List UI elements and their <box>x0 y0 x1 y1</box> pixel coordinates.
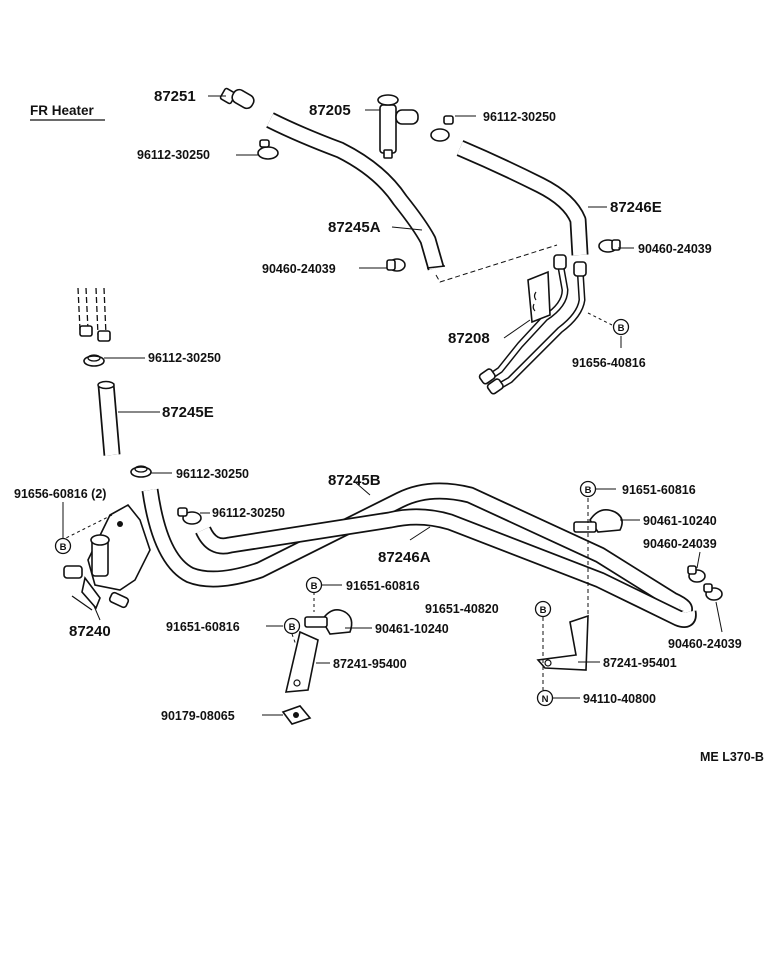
callout-b-right: B <box>612 318 630 336</box>
callout-b-center: B <box>305 576 323 594</box>
label-91651-right: 91651-60816 <box>622 483 696 497</box>
section-title-text: FR Heater <box>30 103 95 118</box>
label-91656-left: 91656-60816 (2) <box>14 487 106 501</box>
label-91651-left: 91651-60816 <box>166 620 240 634</box>
svg-text:B: B <box>585 485 592 496</box>
callout-n: N <box>536 689 554 707</box>
label-87245A: 87245A <box>328 219 381 236</box>
hose-87245E <box>97 380 121 456</box>
leader-lines <box>62 95 723 716</box>
part-labels: 87251 87205 96112-30250 96112-30250 8724… <box>14 88 742 723</box>
label-87246E: 87246E <box>610 199 662 216</box>
label-90461-center: 90461-10240 <box>375 622 449 636</box>
label-87241-95400: 87241-95400 <box>333 657 407 671</box>
label-96112-low: 96112-30250 <box>176 467 249 481</box>
label-87245B: 87245B <box>328 472 381 489</box>
hose-87245A <box>266 112 446 271</box>
hose-87246A <box>195 508 697 628</box>
label-90460-c: 90460-24039 <box>643 537 717 551</box>
callout-b-upper-right: B <box>579 480 597 498</box>
label-91651-center: 91651-60816 <box>346 579 420 593</box>
callout-b-center-left: B <box>283 617 301 635</box>
svg-text:N: N <box>542 694 549 705</box>
label-91656-right: 91656-40816 <box>572 356 646 370</box>
clamp-bracket-center <box>304 609 353 635</box>
clip-icon-hose <box>177 507 202 525</box>
clip-icon-right-top <box>430 115 454 142</box>
label-91651-40820: 91651-40820 <box>425 602 499 616</box>
clip-icon-mid-left <box>83 354 105 367</box>
clamp-icon-c <box>687 565 706 583</box>
dashed-link-line <box>435 244 558 283</box>
label-96112-top: 96112-30250 <box>483 110 556 124</box>
label-87251: 87251 <box>154 88 196 105</box>
svg-text:B: B <box>618 323 625 334</box>
pipe-assembly-87208 <box>478 254 587 395</box>
clip-icon-left-top <box>257 139 279 160</box>
label-90461-right: 90461-10240 <box>643 514 717 528</box>
label-87205: 87205 <box>309 102 351 119</box>
label-87246A: 87246A <box>378 549 431 566</box>
clamp-bracket-right <box>573 509 623 533</box>
label-90460-b: 90460-24039 <box>638 242 712 256</box>
label-96112-left: 96112-30250 <box>137 148 210 162</box>
svg-text:B: B <box>311 581 318 592</box>
label-96112-hose: 96112-30250 <box>212 506 285 520</box>
label-94110: 94110-40800 <box>583 692 656 706</box>
callout-b-bracket: B <box>534 600 552 618</box>
label-90460-a: 90460-24039 <box>262 262 336 276</box>
bracket-87241-95401 <box>536 614 589 671</box>
label-96112-mid: 96112-30250 <box>148 351 221 365</box>
bracket-87241-95400 <box>284 630 319 693</box>
clip-icon-low-left <box>130 465 152 478</box>
clamp-icon-d <box>703 583 723 601</box>
label-87241-95401: 87241-95401 <box>603 656 677 670</box>
fitting-87251 <box>219 87 255 110</box>
clamp-icon-a <box>386 258 406 272</box>
label-90179: 90179-08065 <box>161 709 235 723</box>
nut-90179 <box>281 705 312 725</box>
figure-code: ME L370-B <box>700 750 764 764</box>
section-title: FR Heater <box>30 103 105 121</box>
tee-fitting-87205 <box>377 94 419 159</box>
svg-text:B: B <box>289 622 296 633</box>
callout-b-left: B <box>54 537 72 555</box>
label-87208: 87208 <box>448 330 490 347</box>
heater-valve-87240 <box>63 503 151 611</box>
label-87245E: 87245E <box>162 404 214 421</box>
label-90460-d: 90460-24039 <box>668 637 742 651</box>
hose-87246E <box>456 140 589 256</box>
label-87240: 87240 <box>69 623 111 640</box>
svg-text:B: B <box>60 542 67 553</box>
hose-87245B <box>141 482 693 620</box>
clamp-icon-b <box>598 239 621 253</box>
svg-text:B: B <box>540 605 547 616</box>
pipe-ends-left <box>77 287 111 342</box>
